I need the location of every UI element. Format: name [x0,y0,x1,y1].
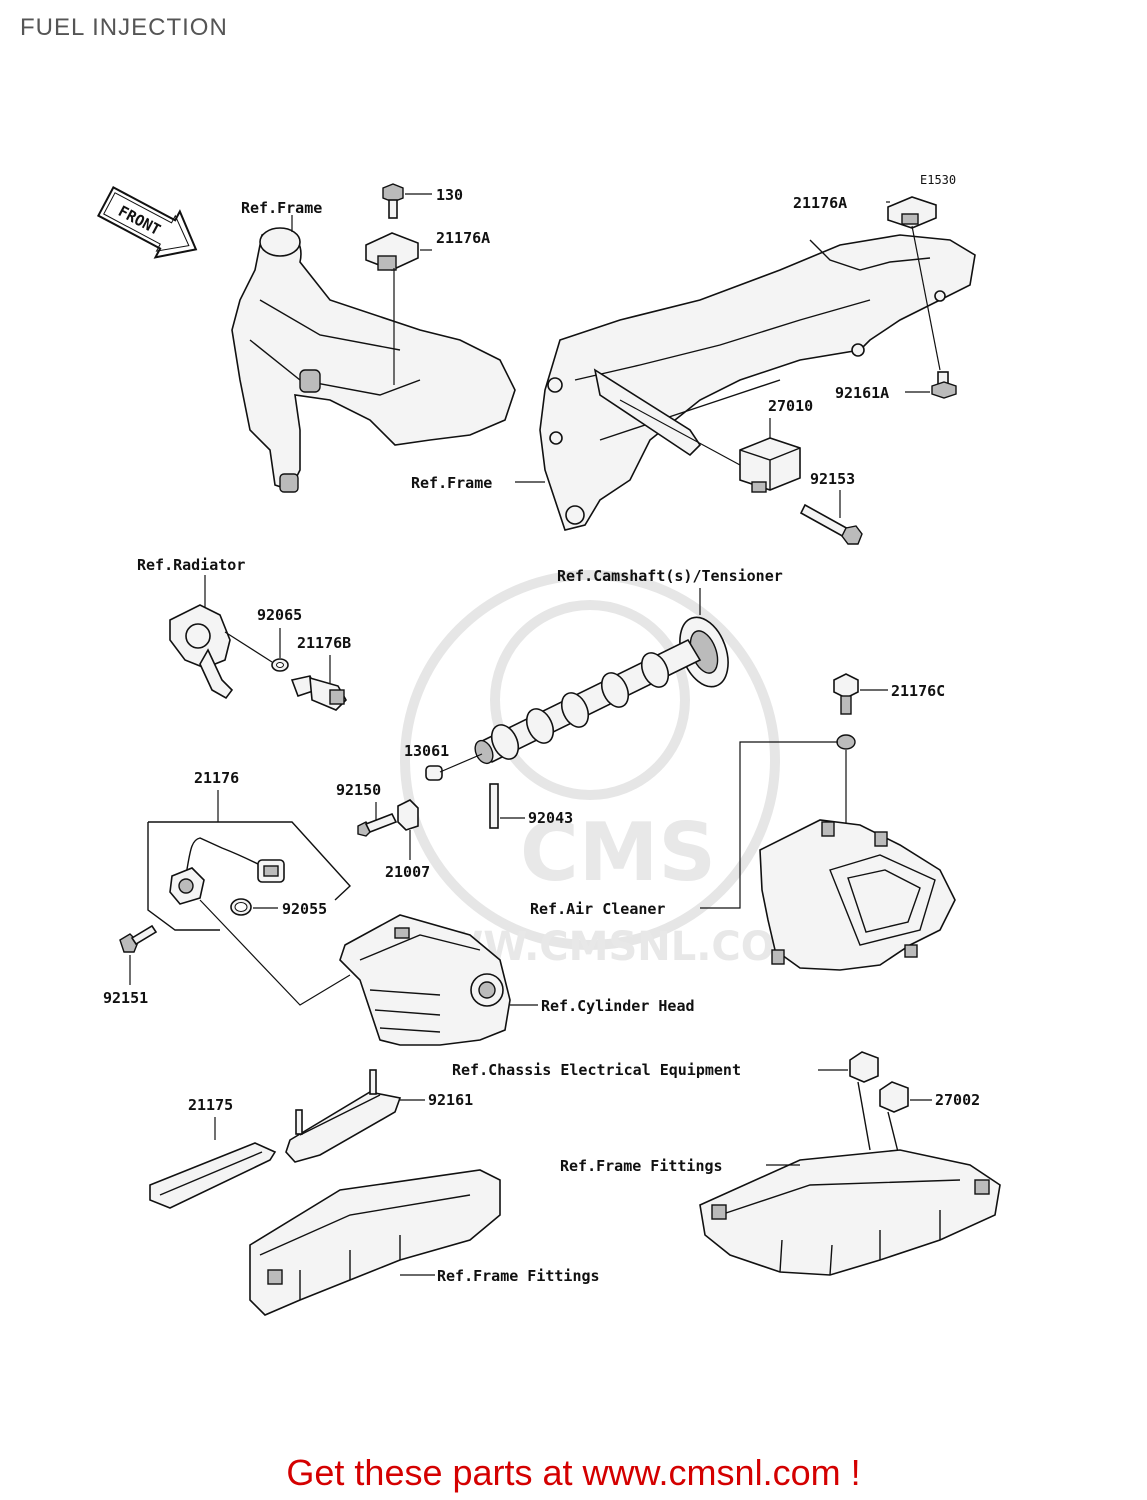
label-ref-radiator: Ref.Radiator [137,556,245,574]
label-ref-frame-2: Ref.Frame [411,474,492,492]
grommet [836,734,856,750]
frame-left-part [231,227,516,493]
label-130: 130 [436,186,463,204]
label-21176a-1: 21176A [436,229,490,247]
bolt-92150 [357,812,398,837]
label-27010: 27010 [768,397,813,415]
label-ref-chassis-electrical: Ref.Chassis Electrical Equipment [452,1061,741,1079]
page-title: FUEL INJECTION [20,14,228,41]
label-21175: 21175 [188,1096,233,1114]
label-21176b: 21176B [297,634,351,652]
label-ref-air-cleaner: Ref.Air Cleaner [530,900,665,918]
label-21176a-2: 21176A [793,194,847,212]
relay-1 [849,1051,879,1083]
bolt-92153 [799,503,863,545]
label-92150: 92150 [336,781,381,799]
label-ref-cylinder-head: Ref.Cylinder Head [541,997,695,1015]
label-ref-frame-fittings-2: Ref.Frame Fittings [437,1267,600,1285]
pin-92043 [489,783,499,829]
label-27002: 27002 [935,1091,980,1109]
bolt-92151 [119,924,158,953]
frame-fitting-left [249,1169,501,1316]
temp-sensor-21176b [290,675,347,711]
thermostat-housing [169,604,234,700]
relay-27002 [879,1081,909,1113]
part-13061 [425,765,443,781]
label-13061: 13061 [404,742,449,760]
sensor-21176a-left [365,232,419,271]
cylinder-head [339,914,511,1046]
label-92065: 92065 [257,606,302,624]
label-92153: 92153 [810,470,855,488]
cover-21175 [149,1142,277,1209]
label-21007: 21007 [385,863,430,881]
watermark-brand: CMS [520,806,716,899]
parts-diagram: CMS WWW.CMSNL.COM E1530 FRONT Ref.Frame … [96,173,1001,1316]
bolt-92161a [931,371,957,399]
bolt-130 [382,183,404,219]
label-92151: 92151 [103,989,148,1007]
watermark: CMS WWW.CMSNL.COM [395,570,815,970]
label-92161: 92161 [428,1091,473,1109]
temp-sensor-21176c [833,673,859,715]
front-arrow-icon: FRONT [96,186,198,259]
label-ref-frame-1: Ref.Frame [241,199,322,217]
label-92043: 92043 [528,809,573,827]
label-21176c: 21176C [891,682,945,700]
label-ref-frame-fittings-1: Ref.Frame Fittings [560,1157,723,1175]
oring-92055 [230,898,252,916]
bracket-92161 [285,1069,402,1163]
frame-fitting-right [699,1149,1001,1276]
diagram-code: E1530 [920,173,956,187]
cta-link[interactable]: Get these parts at www.cmsnl.com ! [286,1452,861,1493]
sensor-21176 [169,837,285,905]
module-27010 [739,437,801,493]
frame-right-part [539,234,976,531]
label-ref-camshaft: Ref.Camshaft(s)/Tensioner [557,567,783,585]
washer-92065 [271,658,289,672]
label-92161a: 92161A [835,384,889,402]
camshaft [474,616,729,765]
label-92055: 92055 [282,900,327,918]
part-21007 [397,799,419,831]
air-cleaner-box [759,819,956,971]
label-21176: 21176 [194,769,239,787]
sensor-21176a-right [887,196,937,229]
